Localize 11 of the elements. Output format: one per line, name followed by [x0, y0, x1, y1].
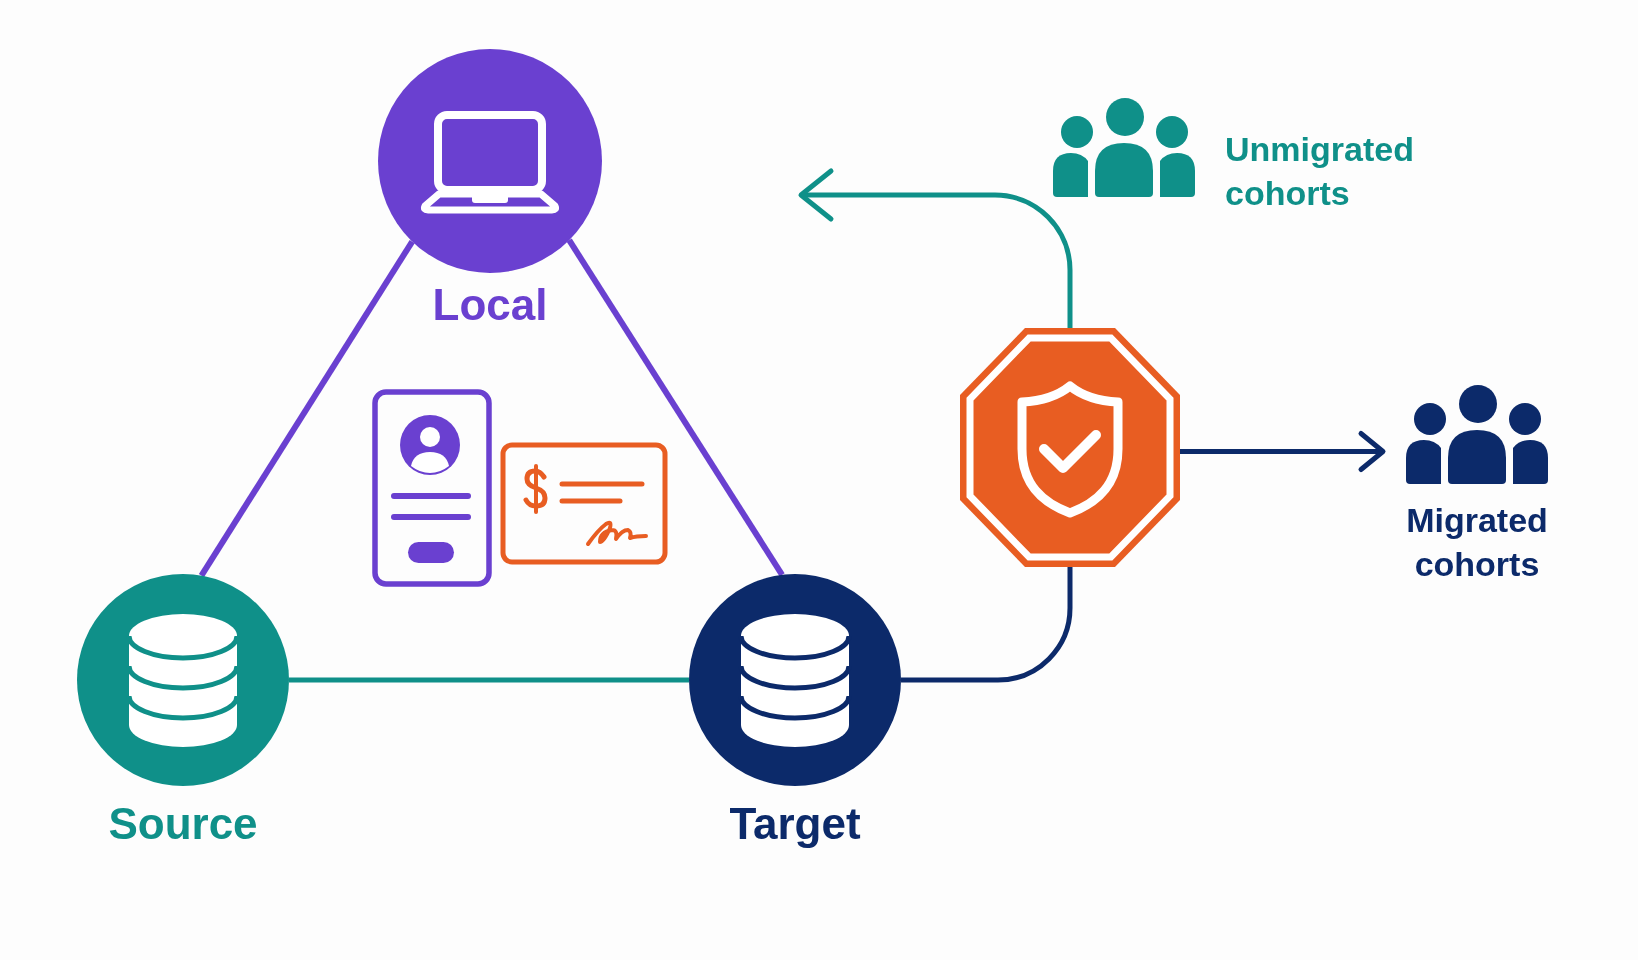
connector-line: [289, 677, 689, 683]
node-label: Unmigrated cohorts: [1225, 129, 1415, 214]
arrow: [798, 168, 1073, 328]
connector-line: [901, 567, 1073, 683]
connector-line: [198, 239, 415, 578]
connector-line: [566, 238, 785, 577]
node-label: Migrated cohorts: [1405, 500, 1549, 585]
node-label: Source: [108, 798, 258, 850]
node-label: Local: [432, 279, 548, 331]
node-label: Target: [729, 798, 861, 850]
arrow: [1180, 431, 1386, 472]
